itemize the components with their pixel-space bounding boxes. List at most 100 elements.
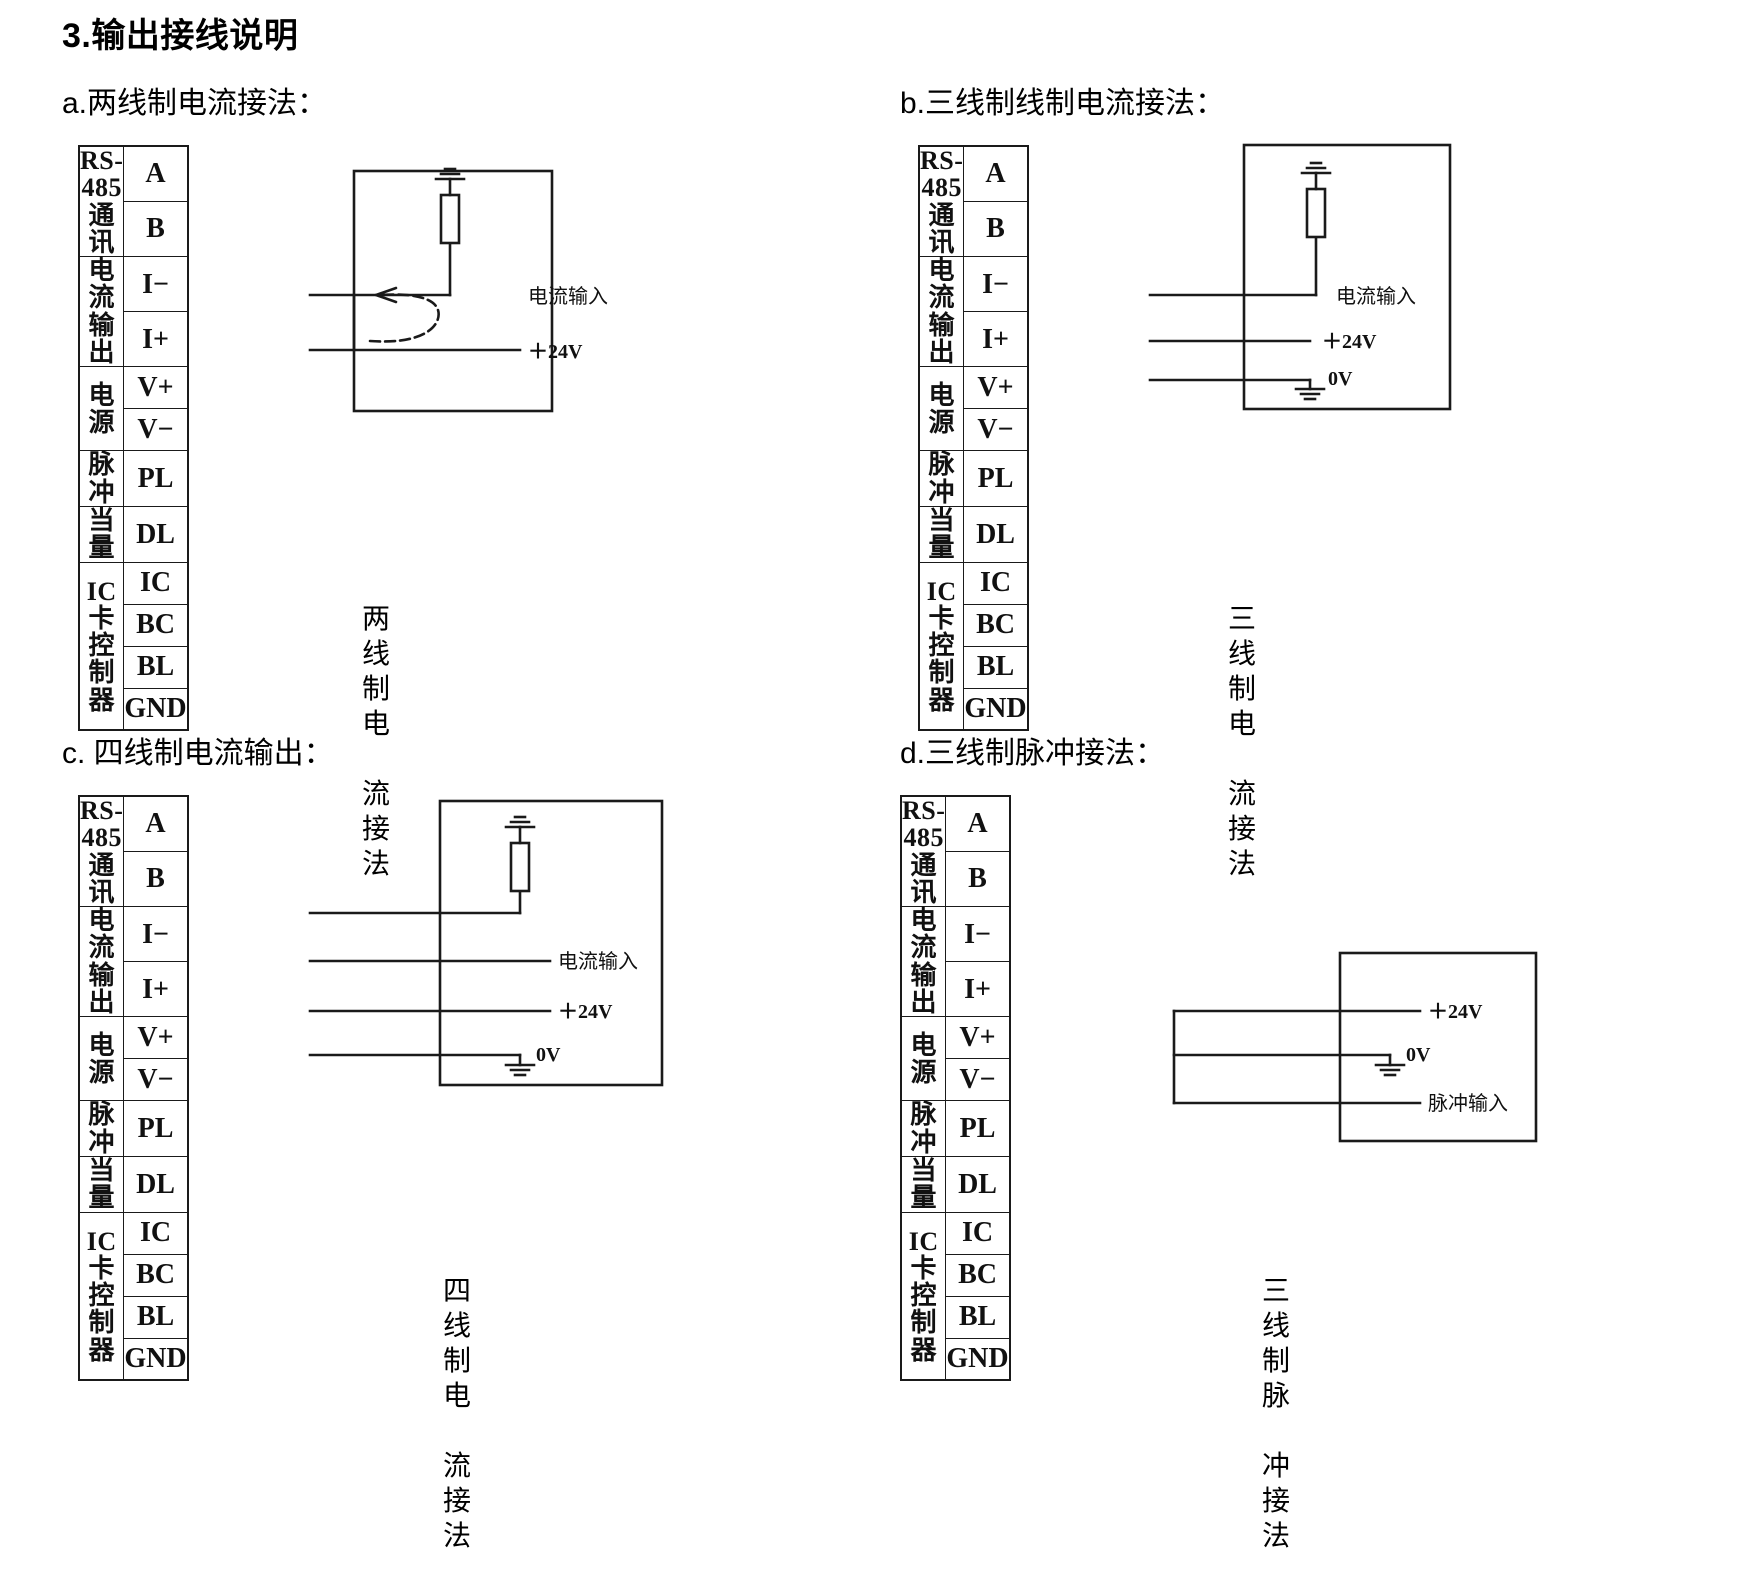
terminal-pin-d-4: V+	[945, 1016, 1011, 1060]
circuit-b: 电流输入 ＋24V 0V	[1148, 143, 1580, 665]
terminal-group-label-line: RS-485	[920, 146, 964, 203]
table-row: GND	[79, 1337, 189, 1381]
terminal-group-label-line: 电流	[910, 906, 937, 963]
terminal-pin-a-4: V+	[123, 366, 189, 410]
table-row: BL	[79, 1295, 189, 1339]
terminal-pin-d-0: A	[945, 795, 1011, 852]
terminal-group-label-d-1: 电流输出	[900, 906, 947, 1018]
terminal-group-label-line: 电流	[88, 256, 115, 313]
table-row: B	[79, 850, 189, 908]
terminal-pin-b-0: A	[963, 145, 1029, 202]
terminal-pin-c-9: BC	[123, 1253, 189, 1297]
terminal-group-label-line: RS-485	[80, 796, 124, 853]
terminal-group-label-a-2: 电源	[78, 366, 125, 452]
terminal-group-label-b-3: 脉冲	[918, 450, 965, 507]
terminal-group-label-line: IC卡	[908, 1226, 939, 1283]
terminal-group-label-c-3: 脉冲	[78, 1100, 125, 1157]
terminal-group-label-line: 控制器	[88, 1281, 115, 1365]
table-row: V−	[79, 408, 189, 452]
terminal-group-label-b-1: 电流输出	[918, 256, 965, 368]
label-0v-c: 0V	[536, 1044, 561, 1066]
terminal-group-label-b-5: IC卡控制器	[918, 561, 965, 731]
terminal-pin-d-6: PL	[945, 1100, 1011, 1157]
table-row: I+	[79, 961, 189, 1018]
label-24v-d: ＋24V	[1428, 1001, 1483, 1023]
terminal-group-label-line: IC卡	[86, 1226, 117, 1283]
terminal-group-label-a-1: 电流输出	[78, 256, 125, 368]
terminal-pin-c-6: PL	[123, 1100, 189, 1157]
terminal-group-label-line: 控制器	[910, 1281, 937, 1365]
table-row: BC	[79, 603, 189, 647]
terminal-group-label-line: 通讯	[88, 200, 115, 257]
terminal-group-label-c-2: 电源	[78, 1016, 125, 1102]
terminal-pin-b-3: I+	[963, 311, 1029, 368]
terminal-group-label-c-4: 当量	[78, 1155, 125, 1213]
label-24v-c: ＋24V	[558, 1001, 613, 1023]
terminal-pin-a-10: BL	[123, 645, 189, 689]
terminal-pin-b-1: B	[963, 200, 1029, 258]
terminal-group-label-d-3: 脉冲	[900, 1100, 947, 1157]
caption-d-line1: 三线制脉	[1262, 1275, 1291, 1411]
caption-d: 三线制脉 冲接法	[1262, 1238, 1290, 1588]
terminal-group-label-line: 电源	[910, 1030, 937, 1087]
terminal-pin-c-0: A	[123, 795, 189, 852]
section-heading-d: d.三线制脉冲接法：	[900, 737, 1166, 770]
label-0v-b: 0V	[1328, 368, 1353, 390]
label-0v-d: 0V	[1406, 1044, 1431, 1066]
terminal-pin-d-11: GND	[945, 1337, 1011, 1381]
table-row: V−	[919, 408, 1029, 452]
table-row: V−	[901, 1058, 1011, 1102]
terminal-group-label-line: 当量	[910, 1155, 937, 1213]
terminal-group-label-line: 脉冲	[88, 450, 115, 507]
terminal-group-label-line: 电流	[928, 256, 955, 313]
terminal-pin-a-5: V−	[123, 408, 189, 452]
terminal-group-label-line: RS-485	[902, 796, 946, 853]
terminal-group-label-line: 输出	[88, 960, 115, 1018]
terminal-pin-a-11: GND	[123, 687, 189, 731]
terminal-pin-d-2: I−	[945, 906, 1011, 963]
terminal-group-label-line: 通讯	[928, 200, 955, 257]
table-row: B	[79, 200, 189, 258]
label-current-input-a: 电流输入	[528, 285, 608, 308]
label-pulse-input-d: 脉冲输入	[1428, 1092, 1508, 1115]
terminal-pin-a-9: BC	[123, 603, 189, 647]
terminal-group-label-line: IC卡	[926, 576, 957, 633]
terminal-group-label-b-4: 当量	[918, 505, 965, 563]
table-row: I+	[919, 311, 1029, 368]
terminal-group-label-d-5: IC卡控制器	[900, 1211, 947, 1381]
label-24v-b: ＋24V	[1322, 331, 1377, 353]
terminal-pin-b-2: I−	[963, 256, 1029, 313]
terminal-pin-c-4: V+	[123, 1016, 189, 1060]
terminal-pin-b-8: IC	[963, 561, 1029, 605]
page-title: 3.输出接线说明	[62, 17, 299, 55]
terminal-group-label-line: RS-485	[80, 146, 124, 203]
terminal-pin-a-8: IC	[123, 561, 189, 605]
terminal-pin-c-2: I−	[123, 906, 189, 963]
circuit-c: 电流输入 ＋24V 0V	[308, 795, 740, 1355]
terminal-group-label-line: 通讯	[910, 850, 937, 907]
terminal-pin-a-7: DL	[123, 505, 189, 563]
table-row: BC	[919, 603, 1029, 647]
caption-a: 两线制电 流接法	[362, 566, 390, 916]
